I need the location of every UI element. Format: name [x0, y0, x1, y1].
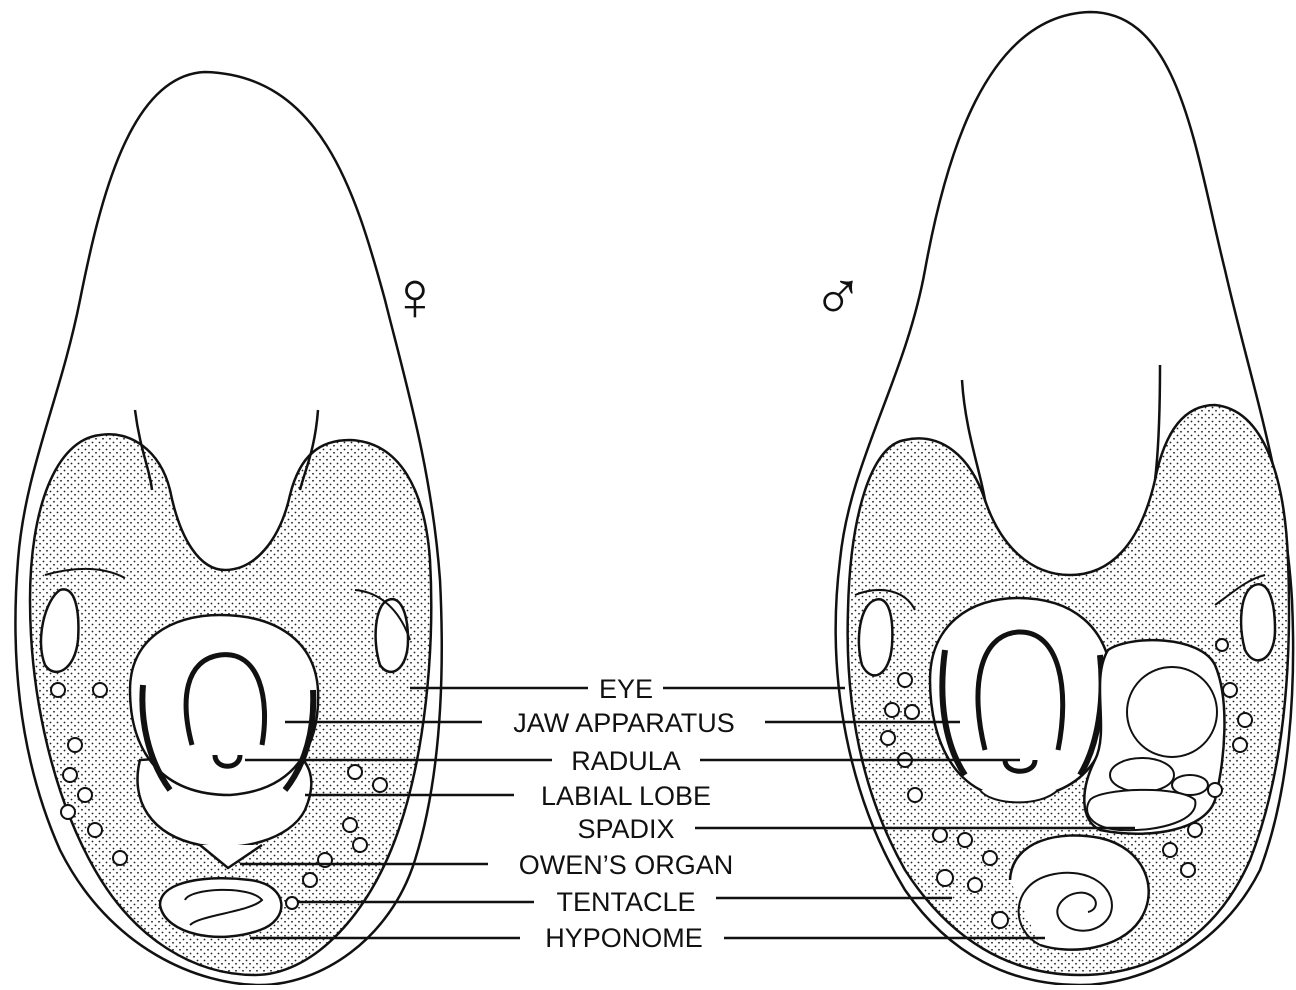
female-symbol: ♀ — [389, 257, 442, 335]
female-eye-right — [376, 599, 408, 672]
label-radula: RADULA — [571, 746, 681, 776]
label-spadix: SPADIX — [577, 814, 674, 844]
label-labial-lobe: LABIAL LOBE — [541, 781, 711, 811]
female-head — [15, 72, 441, 985]
male-eye-right — [1241, 584, 1275, 660]
male-eye-left — [859, 599, 892, 675]
female-hyponome — [160, 878, 281, 937]
male-spadix-bulb — [1127, 667, 1217, 757]
label-eye: EYE — [599, 674, 653, 704]
label-hyponome: HYPONOME — [545, 923, 703, 953]
male-spadix-lobe-1 — [1110, 758, 1174, 792]
label-tentacle: TENTACLE — [556, 887, 695, 917]
label-owens-organ: OWEN’S ORGAN — [519, 850, 734, 880]
labels: EYE JAW APPARATUS RADULA LABIAL LOBE SPA… — [513, 674, 735, 953]
male-symbol: ♂ — [812, 257, 865, 335]
male-head — [836, 12, 1293, 985]
label-jaw-apparatus: JAW APPARATUS — [513, 708, 735, 738]
